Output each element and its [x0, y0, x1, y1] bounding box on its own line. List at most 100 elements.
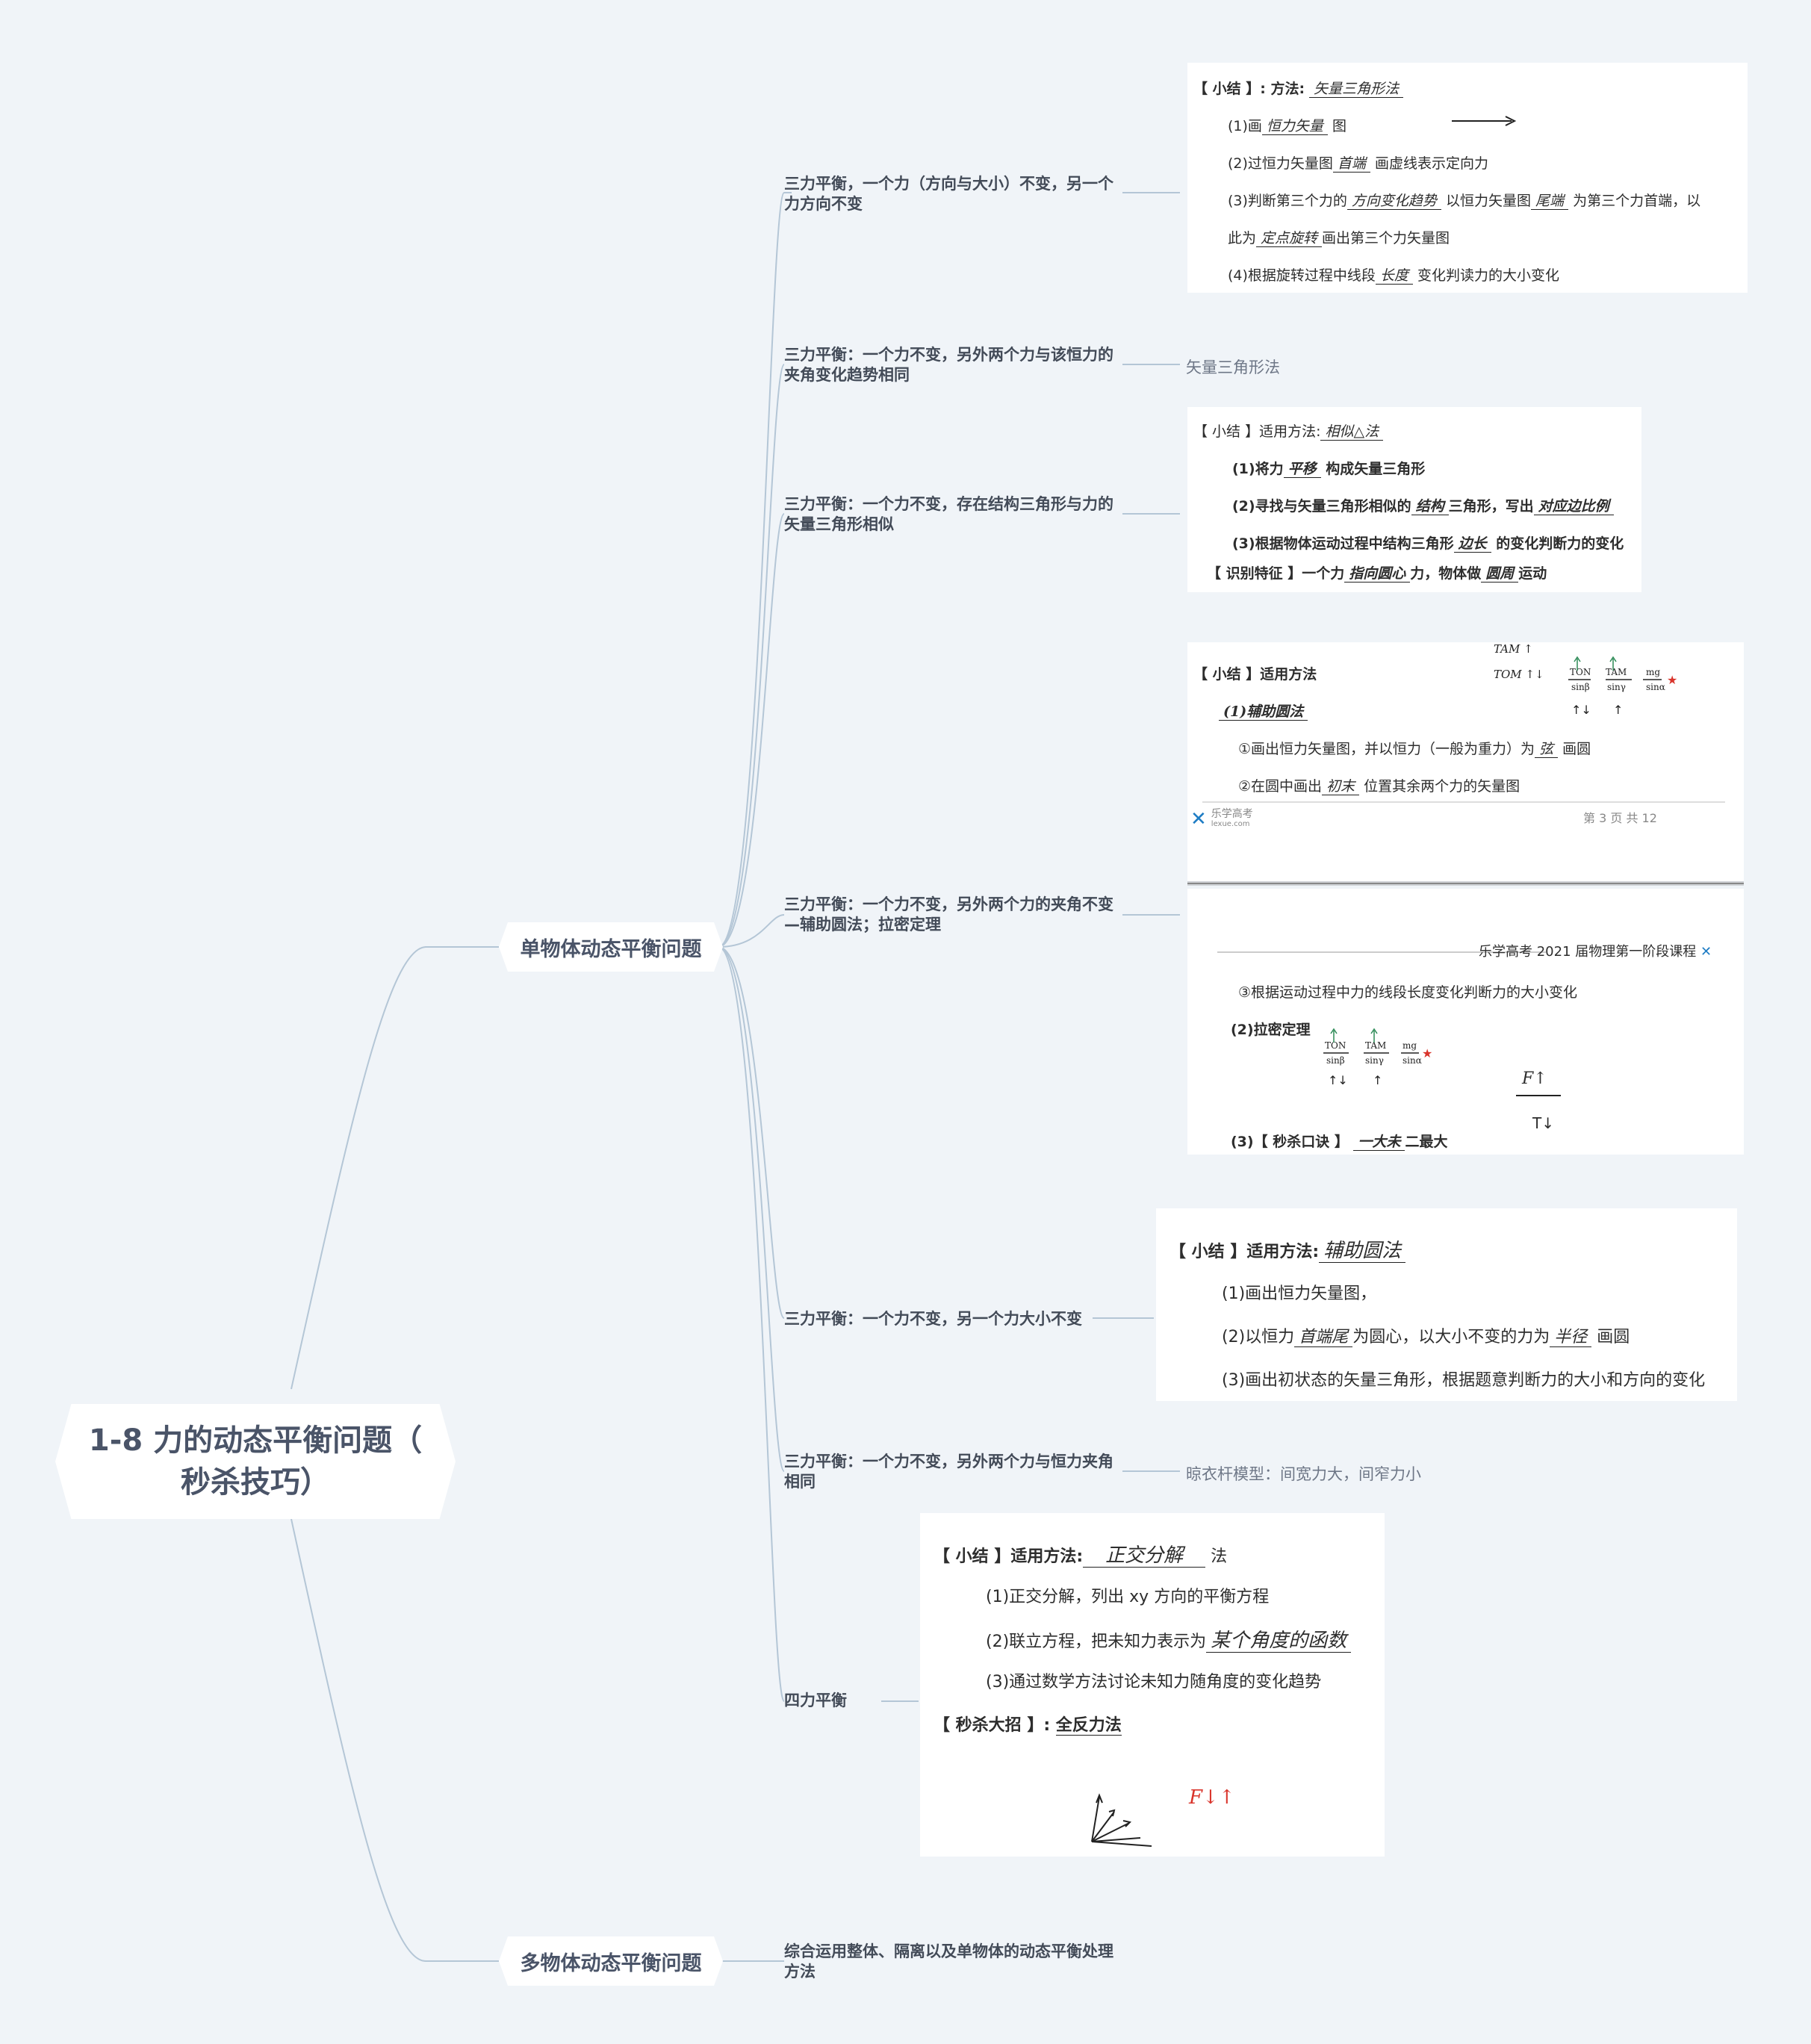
topic-1[interactable]: 三力平衡，一个力（方向与大小）不变，另一个力方向不变	[784, 175, 1113, 213]
logo-text: 乐学高考	[1211, 808, 1253, 820]
c1-l6b: 长度	[1375, 267, 1413, 285]
c1-l4d: 尾端	[1531, 193, 1569, 210]
svg-text:sinα: sinα	[1402, 1055, 1422, 1066]
topic-6[interactable]: 三力平衡：一个力不变，另外两个力与恒力夹角相同	[784, 1453, 1113, 1491]
logo-sub: lexue.com	[1211, 820, 1250, 828]
logo-x-icon: ✕	[1190, 808, 1207, 830]
c1-l4e: 为第三个力首端，以	[1573, 193, 1701, 209]
page-header: 乐学高考 2021 届物理第一阶段课程	[1479, 944, 1697, 960]
c1-l4c: 以恒力矢量图	[1445, 193, 1531, 209]
c2-l5a: 【 识别特征 】一个力	[1207, 565, 1345, 582]
c2-l3a: (2)寻找与矢量三角形相似的	[1232, 498, 1411, 515]
c1-l4b: 方向变化趋势	[1346, 193, 1441, 210]
c2-l5b: 指向圆心	[1344, 565, 1411, 583]
c5-l3a: (2)联立方程，把未知力表示为	[986, 1633, 1207, 1651]
c1-l6a: (4)根据旋转过程中线段	[1228, 267, 1376, 284]
c5-l3b: 某个角度的函数	[1206, 1630, 1352, 1653]
topic-4[interactable]: 三力平衡：一个力不变，另外两个力的夹角不变—辅助圆法；拉密定理	[784, 895, 1113, 934]
c3-l1: 【 小结 】适用方法	[1193, 666, 1317, 683]
branch-single-label: 单物体动态平衡问题	[520, 937, 702, 961]
c1-l2a: (1)画	[1228, 118, 1262, 134]
svg-text:sinγ: sinγ	[1365, 1055, 1384, 1066]
c2-l1a: 【 小结 】适用方法:	[1193, 423, 1321, 440]
branch-multi-object[interactable]: 多物体动态平衡问题	[499, 1936, 723, 1986]
c1-l2b: 恒力矢量	[1261, 118, 1328, 135]
c1-l3b: 首端	[1332, 155, 1370, 173]
c3-l3b: 弦	[1535, 741, 1559, 758]
c4-l3d: 半径	[1550, 1328, 1592, 1347]
svg-text:sinγ: sinγ	[1607, 682, 1626, 692]
c4-l1b: 辅助圆法	[1319, 1240, 1406, 1263]
c5-l2: (1)正交分解，列出 xy 方向的平衡方程	[986, 1588, 1270, 1606]
svg-text:↑↓: ↑↓	[1328, 1073, 1348, 1087]
c1-l1b: 矢量三角形法	[1309, 81, 1404, 98]
svg-text:↑: ↑	[1613, 703, 1623, 717]
c2-l4b: 边长	[1453, 535, 1491, 553]
c4-l3b: 首端尾	[1294, 1328, 1353, 1347]
c3-l6: (2)拉密定理	[1231, 1022, 1311, 1038]
svg-text:sinβ: sinβ	[1571, 682, 1590, 692]
c3-l7c: 二最大	[1405, 1134, 1448, 1150]
card-similar-triangle: 【 小结 】适用方法:相似△法 (1)将力平移 构成矢量三角形 (2)寻找与矢量…	[1187, 407, 1641, 592]
svg-text:sinα: sinα	[1646, 682, 1665, 692]
topic-7[interactable]: 四力平衡	[784, 1692, 847, 1709]
card-orthogonal-decomposition: 【 小结 】适用方法:正交分解 法 (1)正交分解，列出 xy 方向的平衡方程 …	[920, 1513, 1385, 1857]
c3-l7b: 一大未	[1353, 1134, 1405, 1151]
card-auxiliary-circle: 【 小结 】适用方法:辅助圆法 (1)画出恒力矢量图， (2)以恒力首端尾为圆心…	[1156, 1208, 1737, 1401]
c1-l5a: 此为	[1228, 230, 1257, 246]
card-auxiliary-circle-lami: 【 小结 】适用方法 (1)辅助圆法 ①画出恒力矢量图，并以恒力（一般为重力）为…	[1187, 642, 1744, 1155]
force-vector-sketch-icon	[1091, 1793, 1152, 1847]
c5-l4: (3)通过数学方法讨论未知力随角度的变化趋势	[986, 1673, 1322, 1692]
c1-l5c: 画出第三个力矢量图	[1322, 230, 1450, 246]
topic-2[interactable]: 三力平衡：一个力不变，另外两个力与该恒力的夹角变化趋势相同	[784, 346, 1113, 384]
c2-l3d: 对应边比例	[1533, 498, 1614, 515]
c5-l1c: 法	[1211, 1547, 1228, 1566]
c4-l2: (1)画出恒力矢量图，	[1222, 1285, 1377, 1303]
c5-l5a: 【 秒杀大招 】:	[934, 1716, 1051, 1735]
lexue-logo: ✕ 乐学高考 lexue.com	[1190, 808, 1253, 830]
c1-l6c: 变化判读力的大小变化	[1417, 267, 1559, 284]
c2-l5c: 力，物体做	[1410, 565, 1482, 582]
c5-l1b: 正交分解	[1083, 1544, 1206, 1568]
c4-l3e: 画圆	[1597, 1328, 1630, 1346]
svg-text:TAM ↑: TAM ↑	[1494, 642, 1533, 656]
svg-text:mg: mg	[1402, 1040, 1417, 1051]
svg-text:TAM: TAM	[1365, 1040, 1386, 1051]
topic-3[interactable]: 三力平衡：一个力不变，存在结构三角形与力的矢量三角形相似	[784, 495, 1113, 533]
c5-force-label: F↓↑	[1189, 1786, 1235, 1809]
c2-l5e: 运动	[1518, 565, 1547, 582]
scan-page-top	[1187, 642, 1744, 881]
svg-text:★: ★	[1422, 1046, 1432, 1060]
c3-l2: (1)辅助圆法	[1219, 703, 1308, 721]
topic-5[interactable]: 三力平衡：一个力不变，另一个力大小不变	[784, 1310, 1082, 1328]
c3-l4b: 初末	[1322, 778, 1360, 795]
arrow-icon	[1452, 116, 1517, 126]
svg-text:↑↓: ↑↓	[1571, 703, 1591, 717]
c2-l1b: 相似△法	[1320, 423, 1384, 441]
svg-text:TAM: TAM	[1606, 667, 1627, 677]
c2-l4a: (3)根据物体运动过程中结构三角形	[1232, 535, 1454, 552]
root-title-line2: 秒杀技巧）	[180, 1465, 330, 1500]
c1-l3c: 画虚线表示定向力	[1374, 155, 1488, 172]
root-node[interactable]: 1-8 力的动态平衡问题（ 秒杀技巧）	[55, 1404, 456, 1519]
c2-l5d: 圆周	[1481, 565, 1519, 583]
c5-l5b: 全反力法	[1055, 1716, 1122, 1736]
c2-l3b: 结构	[1411, 498, 1449, 515]
multi-note[interactable]: 综合运用整体、隔离以及单物体的动态平衡处理方法	[784, 1942, 1113, 1981]
c2-l3c: 三角形，写出	[1448, 498, 1534, 515]
c3-l5: ③根据运动过程中力的线段长度变化判断力的大小变化	[1238, 984, 1578, 1001]
c4-l1a: 【 小结 】适用方法:	[1169, 1243, 1320, 1261]
c4-l4: (3)画出初状态的矢量三角形，根据题意判断力的大小和方向的变化	[1222, 1371, 1706, 1390]
branch-single-object[interactable]: 单物体动态平衡问题	[499, 922, 723, 972]
svg-text:sinβ: sinβ	[1326, 1055, 1345, 1066]
svg-text:TON: TON	[1325, 1040, 1346, 1051]
svg-text:TON: TON	[1570, 667, 1591, 677]
c4-l3a: (2)以恒力	[1222, 1328, 1295, 1346]
topic-6-note[interactable]: 晾衣杆模型：间宽力大，间窄力小	[1186, 1465, 1421, 1483]
root-title-line1: 1-8 力的动态平衡问题（	[88, 1423, 423, 1458]
topic-2-note[interactable]: 矢量三角形法	[1186, 358, 1280, 376]
c4-l3c: 为圆心，以大小不变的力为	[1352, 1328, 1550, 1346]
page-number: 第 3 页 共 12	[1583, 811, 1657, 825]
